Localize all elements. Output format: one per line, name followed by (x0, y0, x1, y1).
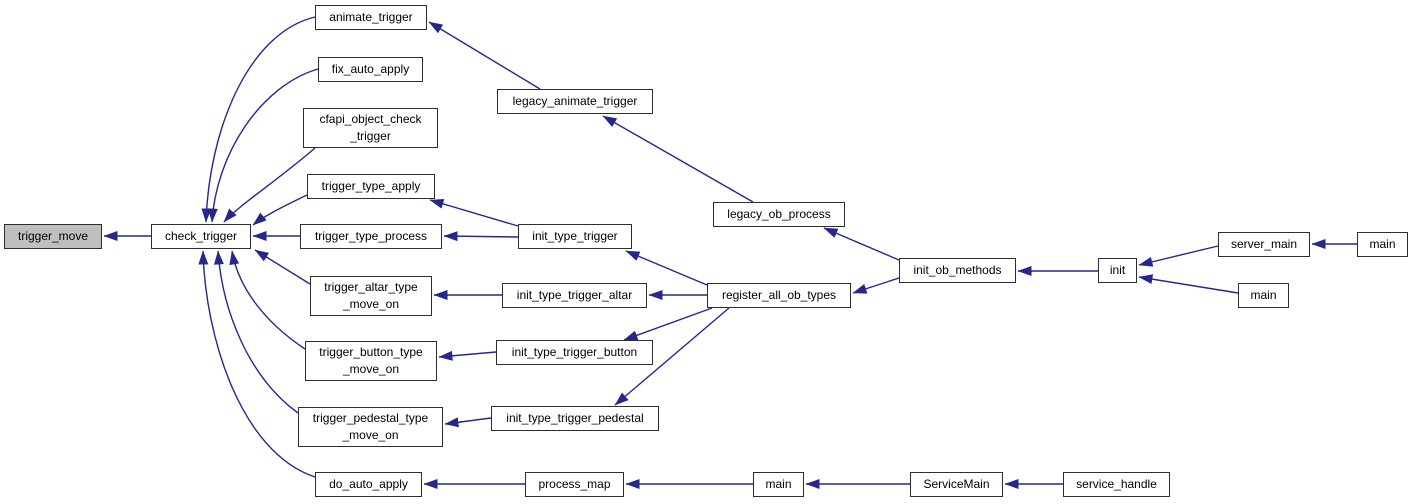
node-cfapi-object-check-trigger[interactable]: cfapi_object_check _trigger (303, 108, 438, 148)
edge-init-type-trigger-button-to-trigger-button-type-move-on (438, 350, 497, 361)
node-init-ob-methods[interactable]: init_ob_methods (899, 258, 1016, 283)
node-legacy-ob-process[interactable]: legacy_ob_process (713, 202, 845, 227)
edge-main-init-to-init (1138, 274, 1239, 294)
edge-init-ob-methods-to-legacy-ob-process (823, 227, 900, 261)
node-init-type-trigger-altar[interactable]: init_type_trigger_altar (502, 283, 647, 308)
node-trigger-pedestal-type-move-on[interactable]: trigger_pedestal_type _move_on (298, 407, 443, 447)
node-animate-trigger[interactable]: animate_trigger (315, 5, 427, 30)
edge-init-type-trigger-to-trigger-type-apply (429, 199, 519, 227)
node-do-auto-apply[interactable]: do_auto_apply (315, 472, 422, 497)
edge-register-all-ob-types-to-init-type-trigger-button (623, 307, 713, 341)
node-process-map[interactable]: process_map (525, 472, 624, 497)
node-ServiceMain[interactable]: ServiceMain (910, 472, 1003, 497)
node-init-type-trigger-pedestal[interactable]: init_type_trigger_pedestal (491, 406, 659, 431)
node-register-all-ob-types[interactable]: register_all_ob_types (707, 283, 851, 308)
edge-register-all-ob-types-to-init-type-trigger-pedestal (614, 307, 730, 406)
node-trigger-type-apply[interactable]: trigger_type_apply (307, 174, 435, 199)
edge-init-type-trigger-to-trigger-type-process (443, 231, 519, 242)
node-fix-auto-apply[interactable]: fix_auto_apply (318, 57, 423, 82)
node-main-top[interactable]: main (1357, 232, 1408, 257)
node-service-handle[interactable]: service_handle (1063, 472, 1170, 497)
edge-trigger-type-apply-to-check-trigger (252, 194, 308, 226)
node-init-type-trigger-button[interactable]: init_type_trigger_button (496, 340, 653, 365)
node-trigger-button-type-move-on[interactable]: trigger_button_type _move_on (305, 341, 437, 381)
edge-trigger-button-type-move-on-to-check-trigger (229, 250, 306, 350)
node-init[interactable]: init (1098, 258, 1137, 283)
edge-init-ob-methods-to-register-all-ob-types (852, 277, 900, 294)
node-main-init[interactable]: main (1238, 283, 1289, 308)
node-legacy-animate-trigger[interactable]: legacy_animate_trigger (497, 89, 653, 114)
edge-init-type-trigger-pedestal-to-trigger-pedestal-type-move-on (444, 417, 492, 428)
edge-legacy-animate-trigger-to-animate-trigger (428, 21, 541, 90)
edge-trigger-pedestal-type-move-on-to-check-trigger (213, 250, 299, 414)
edge-do-auto-apply-to-check-trigger (198, 250, 316, 478)
edge-legacy-ob-process-to-legacy-animate-trigger (602, 115, 754, 203)
node-trigger-move: trigger_move (4, 224, 102, 249)
node-init-type-trigger[interactable]: init_type_trigger (518, 224, 632, 249)
node-main-map[interactable]: main (753, 472, 804, 497)
edge-register-all-ob-types-to-init-type-trigger (625, 250, 708, 286)
edge-server-main-to-init (1138, 245, 1219, 267)
node-trigger-type-process[interactable]: trigger_type_process (300, 224, 442, 249)
edge-animate-trigger-to-check-trigger (201, 16, 316, 223)
node-server-main[interactable]: server_main (1218, 232, 1310, 257)
node-trigger-altar-type-move-on[interactable]: trigger_altar_type _move_on (310, 276, 432, 316)
node-check-trigger[interactable]: check_trigger (151, 224, 251, 249)
edge-cfapi-object-check-trigger-to-check-trigger (223, 147, 316, 223)
edge-fix-auto-apply-to-check-trigger (207, 68, 319, 223)
edge-trigger-altar-type-move-on-to-check-trigger (254, 249, 311, 285)
